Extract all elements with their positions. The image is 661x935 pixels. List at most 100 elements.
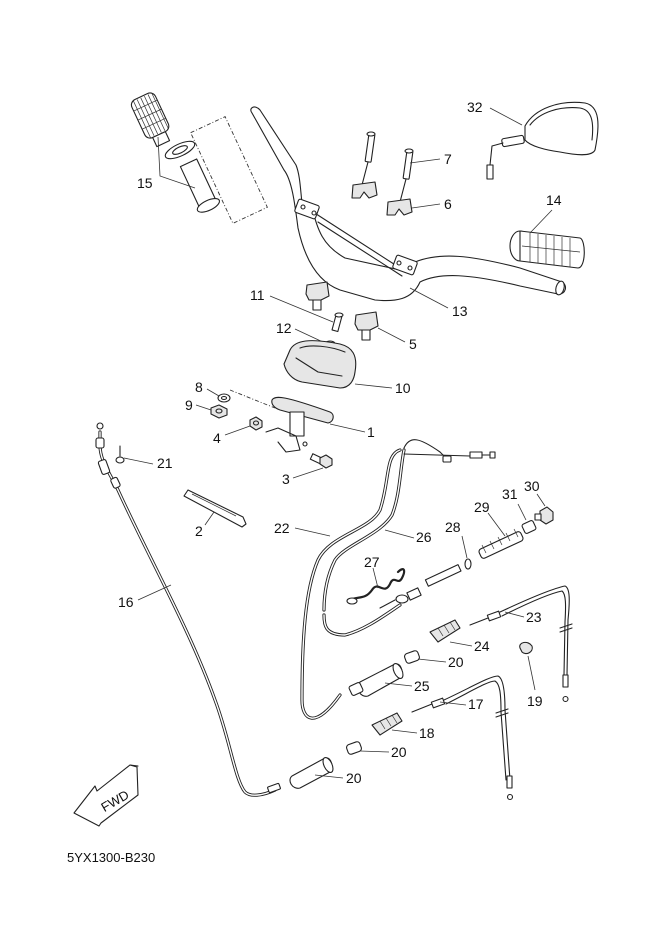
callout-29[interactable]: 28 [445,519,461,535]
leader-17 [439,701,467,706]
part-holder-bolt[interactable] [361,131,414,203]
leader-20-upper [417,658,447,663]
leader-26 [384,682,413,687]
leader-21 [314,774,344,779]
callout-1[interactable]: 1 [367,424,375,440]
part-brake-cable-17[interactable] [411,675,514,801]
part-cover-26[interactable] [348,662,405,697]
callout-28[interactable]: 27 [364,554,380,570]
callout-2[interactable]: 2 [195,523,203,539]
leader-8 [206,388,220,397]
part-nut-4[interactable] [249,416,263,431]
callout-27[interactable]: 26 [416,529,432,545]
part-upper-handle-holder[interactable] [351,181,413,216]
leader-28 [372,567,379,589]
part-nut-9[interactable] [210,404,228,419]
callout-4[interactable]: 4 [213,430,221,446]
leader-5 [377,327,406,343]
callout-22[interactable]: 21 [157,455,173,471]
leader-30 [487,512,506,537]
leader-33 [489,107,523,126]
callout-31[interactable]: 30 [524,478,540,494]
part-cover-21[interactable] [289,756,335,789]
part-bolt-3[interactable] [309,453,333,469]
part-cap-20-upper[interactable] [404,650,421,664]
leader-2 [204,511,215,526]
callout-16[interactable]: 16 [118,594,134,610]
callout-13[interactable]: 13 [452,303,468,319]
part-cap-20-lower[interactable] [346,741,363,755]
part-choke-cable-assembly[interactable] [300,439,496,720]
part-handlebar-cover[interactable] [283,340,357,389]
part-spring-28[interactable] [346,568,406,605]
callout-10[interactable]: 10 [395,380,411,396]
part-plunger[interactable] [379,564,462,609]
part-lower-handle-holder[interactable] [305,281,379,341]
part-cable-adjuster-25[interactable] [429,619,461,643]
callout-20-lower[interactable]: 20 [391,744,407,760]
part-rear-view-mirror[interactable] [486,101,599,180]
leader-14 [529,209,553,234]
part-collar-32[interactable] [521,520,537,534]
part-handlebar[interactable] [250,106,567,302]
callout-30[interactable]: 29 [474,499,490,515]
callout-14[interactable]: 14 [546,192,562,208]
part-right-grip[interactable] [509,230,585,269]
callout-33[interactable]: 32 [467,99,483,115]
part-cable-adjuster-18[interactable] [371,712,403,736]
diagram-code: 5YX1300-B230 [67,850,156,865]
leader-25 [449,641,473,647]
callout-25[interactable]: 24 [474,638,490,654]
leader-31 [536,493,546,507]
callout-18[interactable]: 18 [419,725,435,741]
callout-20-upper[interactable]: 20 [448,654,464,670]
leader-18 [391,729,418,734]
callout-24[interactable]: 23 [526,609,542,625]
leader-23 [294,527,331,537]
leader-4 [224,425,251,436]
leader-22 [123,457,154,465]
leader-19 [527,655,536,691]
part-clip-19[interactable] [519,641,533,655]
leader-10 [354,383,393,389]
callout-3[interactable]: 3 [282,471,290,487]
callout-12[interactable]: 12 [276,320,292,336]
part-o-ring-29[interactable] [464,558,472,570]
leader-32 [517,503,527,521]
callout-15[interactable]: 15 [137,175,153,191]
part-left-grip-assembly[interactable] [129,91,268,224]
callout-32[interactable]: 31 [502,486,518,502]
callout-23[interactable]: 22 [274,520,290,536]
leader-9 [195,404,212,411]
part-screw-22[interactable] [115,445,125,464]
leader-13 [409,287,449,309]
part-screw[interactable] [331,312,344,333]
leader-24 [504,611,525,618]
leader-11 [269,295,334,323]
callout-19[interactable]: 19 [527,693,543,709]
callout-7[interactable]: 7 [444,151,452,167]
part-washer-8[interactable] [217,393,231,403]
leader-16 [137,584,172,601]
leader-29 [461,535,468,559]
callout-26[interactable]: 25 [414,678,430,694]
part-throttle-cable[interactable] [95,422,281,797]
callout-9[interactable]: 9 [185,397,193,413]
leader-6 [411,203,441,209]
part-brake-cable-24[interactable] [469,585,573,703]
leader-15 [157,136,196,189]
part-nut-31[interactable] [534,506,554,525]
callout-6[interactable]: 6 [444,196,452,212]
part-spring-30[interactable] [478,528,524,559]
callout-17[interactable]: 17 [468,696,484,712]
callout-8[interactable]: 8 [195,379,203,395]
part-handle-crown[interactable] [229,389,334,453]
leader-27 [384,529,415,539]
part-cable-tie[interactable] [183,489,247,528]
leader-3 [292,467,324,479]
leader-7 [409,158,441,164]
leader-1 [329,423,366,433]
callout-11[interactable]: 11 [250,287,265,303]
callout-21[interactable]: 20 [346,770,362,786]
callout-5[interactable]: 5 [409,336,417,352]
